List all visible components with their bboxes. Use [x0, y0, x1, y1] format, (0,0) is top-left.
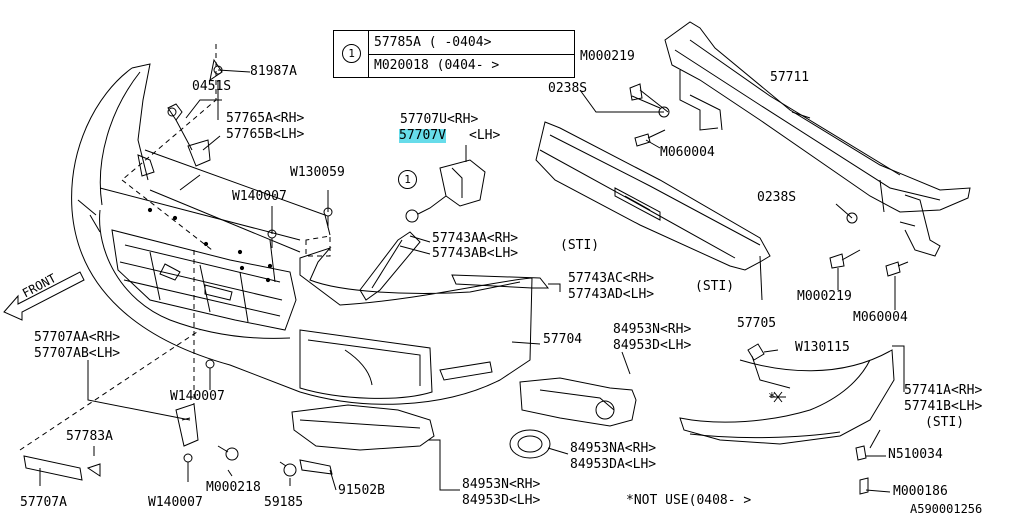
label-57707U[interactable]: 57707U<RH> [400, 112, 479, 127]
figure-code: A590001256 [910, 502, 983, 516]
label-57741B[interactable]: 57741B<LH> [904, 399, 983, 414]
label-M060004-top[interactable]: M060004 [660, 145, 715, 160]
dashed-guides [19, 44, 331, 451]
hatch-star: * [768, 391, 776, 406]
label-57765B[interactable]: 57765B<LH> [226, 127, 305, 142]
hatch-marks [770, 391, 786, 403]
leader-lines [39, 69, 905, 493]
label-57707A[interactable]: 57707A [20, 495, 67, 510]
lip-strip-57743 [451, 274, 550, 289]
upper-bracket-57707 [405, 145, 486, 223]
front-arrow [3, 271, 85, 321]
legend-row-2: M020018 (0404- > [374, 58, 500, 73]
label-57765A[interactable]: 57765A<RH> [226, 111, 305, 126]
not-use-note: *NOT USE(0408- > [626, 493, 752, 508]
label-57711[interactable]: 57711 [770, 70, 810, 85]
lower-brackets [23, 343, 869, 495]
label-57707AA[interactable]: 57707AA<RH> [34, 330, 121, 345]
under-spoiler-57741 [679, 349, 895, 445]
label-sti-2: (STI) [695, 279, 735, 294]
label-57707V-side: <LH> [469, 128, 501, 143]
label-W140007-mid[interactable]: W140007 [170, 389, 225, 404]
front-bumper-face [71, 63, 533, 405]
callout-marker-1: 1 [398, 170, 417, 189]
label-57704[interactable]: 57704 [543, 332, 583, 347]
legend-box: 1 57785A ( -0404> M020018 (0404- > [333, 30, 575, 78]
label-57743AB[interactable]: 57743AB<LH> [432, 246, 519, 261]
label-sti-3: (STI) [925, 415, 965, 430]
legend-row-1: 57785A ( -0404> [374, 35, 492, 50]
label-N510034[interactable]: N510034 [888, 447, 943, 462]
label-sti-1: (STI) [560, 238, 600, 253]
label-84953N-bottom[interactable]: 84953N<RH> [462, 477, 541, 492]
label-84953DA[interactable]: 84953DA<LH> [570, 457, 657, 472]
label-M000218[interactable]: M000218 [206, 480, 261, 495]
label-57743AA[interactable]: 57743AA<RH> [432, 231, 519, 246]
label-W130115[interactable]: W130115 [795, 340, 850, 355]
label-W140007-top[interactable]: W140007 [232, 189, 287, 204]
label-57705[interactable]: 57705 [737, 316, 777, 331]
legend-divider-horizontal [368, 54, 574, 55]
bumper-mount-holes [147, 207, 273, 283]
label-M000219-bottom[interactable]: M000219 [797, 289, 852, 304]
legend-marker: 1 [342, 44, 361, 63]
side-brackets [137, 58, 223, 177]
side-strip-57743 [359, 231, 421, 301]
label-57741A[interactable]: 57741A<RH> [904, 383, 983, 398]
label-84953D[interactable]: 84953D<LH> [613, 338, 692, 353]
label-M060004-bottom[interactable]: M060004 [853, 310, 908, 325]
label-57707AB[interactable]: 57707AB<LH> [34, 346, 121, 361]
fasteners [167, 65, 333, 477]
beam-bolts [629, 83, 909, 277]
label-0451S[interactable]: 0451S [192, 79, 232, 94]
label-57743AC[interactable]: 57743AC<RH> [568, 271, 655, 286]
label-0238S-right[interactable]: 0238S [757, 190, 797, 205]
label-W140007-bottom[interactable]: W140007 [148, 495, 203, 510]
label-91502B[interactable]: 91502B [338, 483, 385, 498]
label-W130059[interactable]: W130059 [290, 165, 345, 180]
fog-light-bezels [291, 377, 637, 459]
label-84953D-bottom[interactable]: 84953D<LH> [462, 493, 541, 508]
energy-absorber-57705 [535, 121, 771, 301]
label-81987A[interactable]: 81987A [250, 64, 297, 79]
label-59185[interactable]: 59185 [264, 495, 304, 510]
label-57707V-highlighted[interactable]: 57707V [399, 128, 446, 143]
label-57783A[interactable]: 57783A [66, 429, 113, 444]
label-M000219-top[interactable]: M000219 [580, 49, 635, 64]
reinforcement-beam-57711 [664, 21, 971, 257]
label-84953NA[interactable]: 84953NA<RH> [570, 441, 657, 456]
label-0238S-top[interactable]: 0238S [548, 81, 588, 96]
label-84953N[interactable]: 84953N<RH> [613, 322, 692, 337]
label-M000186[interactable]: M000186 [893, 484, 948, 499]
label-57743AD[interactable]: 57743AD<LH> [568, 287, 655, 302]
